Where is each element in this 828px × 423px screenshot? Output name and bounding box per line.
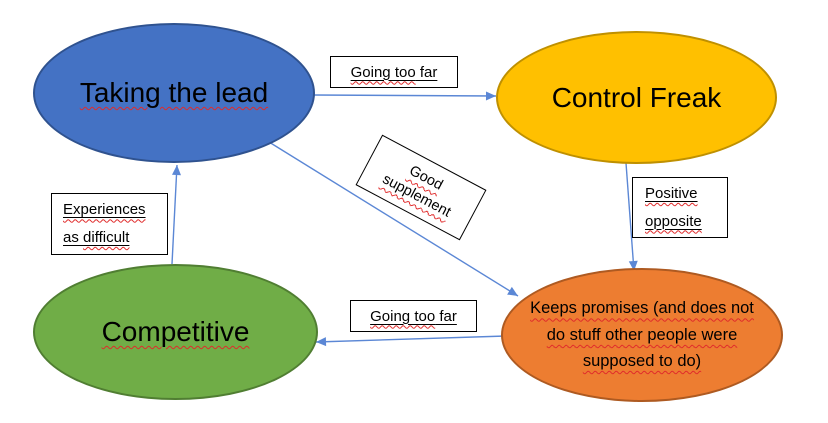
edge-label-going-too-far-top[interactable]: Going too far (330, 56, 458, 88)
edge-label-going-too-far-top-text: Going too far (350, 63, 438, 81)
edge-label-experiences-as-difficult[interactable]: Experiences as difficult (51, 193, 168, 255)
edge-label-going-too-far-bottom-text: Going too far (370, 307, 457, 325)
node-keeps-promises[interactable]: Keeps promises (and does not do stuff ot… (501, 268, 783, 402)
edge-label-going-too-far-bottom[interactable]: Going too far (350, 300, 477, 332)
arrow-lead-to-keepspromises[interactable] (268, 141, 519, 297)
arrow-lead-to-controlfreak[interactable] (312, 91, 497, 101)
node-competitive-label: Competitive (101, 316, 250, 348)
arrow-competitive-to-lead[interactable] (171, 164, 181, 265)
node-control-freak-label: Control Freak (551, 81, 722, 113)
node-taking-the-lead[interactable]: Taking the lead (33, 23, 315, 163)
node-competitive[interactable]: Competitive (33, 264, 318, 400)
node-control-freak[interactable]: Control Freak (496, 31, 777, 164)
arrow-keepspromises-to-competitive[interactable] (315, 335, 507, 347)
node-keeps-promises-label: Keeps promises (and does not do stuff ot… (530, 299, 754, 371)
arrow-controlfreak-to-keepspromises[interactable] (625, 162, 638, 272)
edge-label-positive-opposite[interactable]: Positive opposite (632, 177, 728, 238)
node-taking-the-lead-label: Taking the lead (79, 77, 269, 109)
